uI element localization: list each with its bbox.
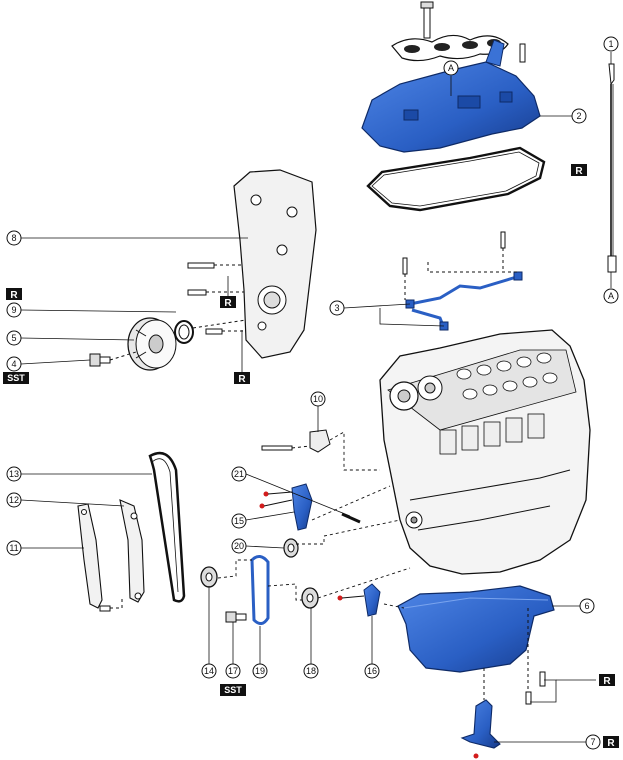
svg-text:5: 5 bbox=[11, 333, 16, 343]
callout-11: 11 bbox=[6, 540, 22, 556]
svg-text:12: 12 bbox=[9, 495, 19, 505]
callout-12: 12 bbox=[6, 492, 22, 508]
callout-8: 8 bbox=[6, 230, 22, 246]
sprocket-bolt bbox=[225, 611, 247, 623]
r-tag-seal: R bbox=[6, 288, 22, 301]
svg-text:1: 1 bbox=[608, 39, 613, 49]
tensioner-pin bbox=[341, 512, 361, 524]
svg-text:8: 8 bbox=[11, 233, 16, 243]
assembly-lines bbox=[217, 431, 411, 609]
svg-text:A: A bbox=[608, 291, 614, 301]
chain-guide bbox=[77, 503, 123, 612]
svg-text:R: R bbox=[575, 166, 583, 177]
chain-tensioner-arm bbox=[119, 499, 145, 603]
oil-pan-bolts bbox=[525, 608, 546, 705]
svg-text:4: 4 bbox=[11, 359, 16, 369]
chain-cover-bolts bbox=[187, 262, 246, 335]
r-tag-cover-lower: R bbox=[234, 372, 250, 385]
svg-text:17: 17 bbox=[228, 666, 238, 676]
callout-19: 19 bbox=[252, 663, 268, 679]
callout-13: 13 bbox=[6, 466, 22, 482]
tensioner-bracket bbox=[261, 429, 331, 453]
callout-3: 3 bbox=[329, 300, 345, 316]
oil-pump-tensioner bbox=[337, 583, 381, 617]
callout-a-top: A bbox=[443, 60, 459, 76]
oil-pipe-assembly bbox=[402, 231, 523, 331]
plug-hole-gasket bbox=[391, 34, 509, 62]
svg-text:6: 6 bbox=[584, 601, 589, 611]
crankshaft-sprocket bbox=[200, 566, 218, 588]
callout-14: 14 bbox=[201, 663, 217, 679]
r-tag-strainer: R bbox=[603, 736, 619, 749]
svg-text:20: 20 bbox=[234, 541, 244, 551]
sst-tag-pulley: SST bbox=[3, 372, 29, 384]
r-tag-head-gasket: R bbox=[571, 164, 587, 177]
replace-tags: R R R R R R SST SST bbox=[3, 164, 619, 749]
callout-4: 4 bbox=[6, 356, 22, 372]
callout-a-bottom: A bbox=[603, 288, 619, 304]
r-tag-pan-bolts: R bbox=[599, 674, 615, 687]
engine-block bbox=[379, 329, 591, 575]
svg-text:14: 14 bbox=[204, 666, 214, 676]
callout-18: 18 bbox=[303, 663, 319, 679]
callout-20: 20 bbox=[231, 538, 247, 554]
svg-text:R: R bbox=[238, 374, 246, 385]
crankshaft-key-sprocket bbox=[283, 538, 299, 558]
svg-text:9: 9 bbox=[11, 305, 16, 315]
cover-small-bolt bbox=[519, 43, 526, 63]
callout-2: 2 bbox=[571, 108, 587, 124]
callout-labels: 1 A 2 8 A 3 9 5 4 10 13 21 12 15 20 11 6… bbox=[6, 36, 619, 750]
cylinder-head-cover bbox=[361, 61, 541, 153]
svg-text:SST: SST bbox=[7, 373, 25, 383]
timing-chain-cover bbox=[233, 169, 317, 359]
svg-text:R: R bbox=[10, 290, 18, 301]
svg-text:15: 15 bbox=[234, 516, 244, 526]
timing-chain bbox=[148, 451, 186, 603]
svg-text:18: 18 bbox=[306, 666, 316, 676]
svg-text:3: 3 bbox=[334, 303, 339, 313]
front-oil-seal bbox=[174, 320, 194, 344]
svg-text:11: 11 bbox=[9, 543, 18, 553]
head-cover-gasket bbox=[366, 146, 546, 212]
svg-text:21: 21 bbox=[234, 469, 244, 479]
svg-text:16: 16 bbox=[367, 666, 377, 676]
svg-text:2: 2 bbox=[576, 111, 581, 121]
oil-dipstick bbox=[607, 63, 617, 273]
svg-text:R: R bbox=[607, 738, 615, 749]
svg-text:R: R bbox=[224, 298, 232, 309]
callout-15: 15 bbox=[231, 513, 247, 529]
callout-6: 6 bbox=[579, 598, 595, 614]
svg-text:19: 19 bbox=[255, 666, 265, 676]
callout-21: 21 bbox=[231, 466, 247, 482]
svg-text:7: 7 bbox=[590, 737, 595, 747]
cover-long-bolt bbox=[423, 3, 431, 39]
oil-strainer bbox=[460, 668, 501, 759]
hydraulic-tensioner bbox=[259, 483, 313, 531]
leader-lines bbox=[20, 52, 612, 743]
oil-pump-sprocket bbox=[301, 587, 319, 609]
r-tag-cover-bolt: R bbox=[220, 296, 236, 309]
callout-1: 1 bbox=[603, 36, 619, 52]
callout-7: 7 bbox=[585, 734, 601, 750]
pulley-lock-bolt bbox=[89, 351, 137, 367]
callout-9: 9 bbox=[6, 302, 22, 318]
oil-pump-chain bbox=[250, 555, 270, 625]
oil-pan bbox=[397, 585, 555, 673]
svg-text:10: 10 bbox=[313, 394, 323, 404]
callout-10: 10 bbox=[310, 391, 326, 407]
sst-tag-sprocket-bolt: SST bbox=[220, 684, 246, 696]
callout-16: 16 bbox=[364, 663, 380, 679]
svg-text:SST: SST bbox=[224, 685, 242, 695]
cylinder-head-cover-group bbox=[361, 1, 546, 212]
callout-5: 5 bbox=[6, 330, 22, 346]
svg-text:A: A bbox=[448, 63, 454, 73]
callout-17: 17 bbox=[225, 663, 241, 679]
svg-text:R: R bbox=[603, 676, 611, 687]
crankshaft-pulley bbox=[127, 317, 177, 371]
svg-text:13: 13 bbox=[9, 469, 19, 479]
